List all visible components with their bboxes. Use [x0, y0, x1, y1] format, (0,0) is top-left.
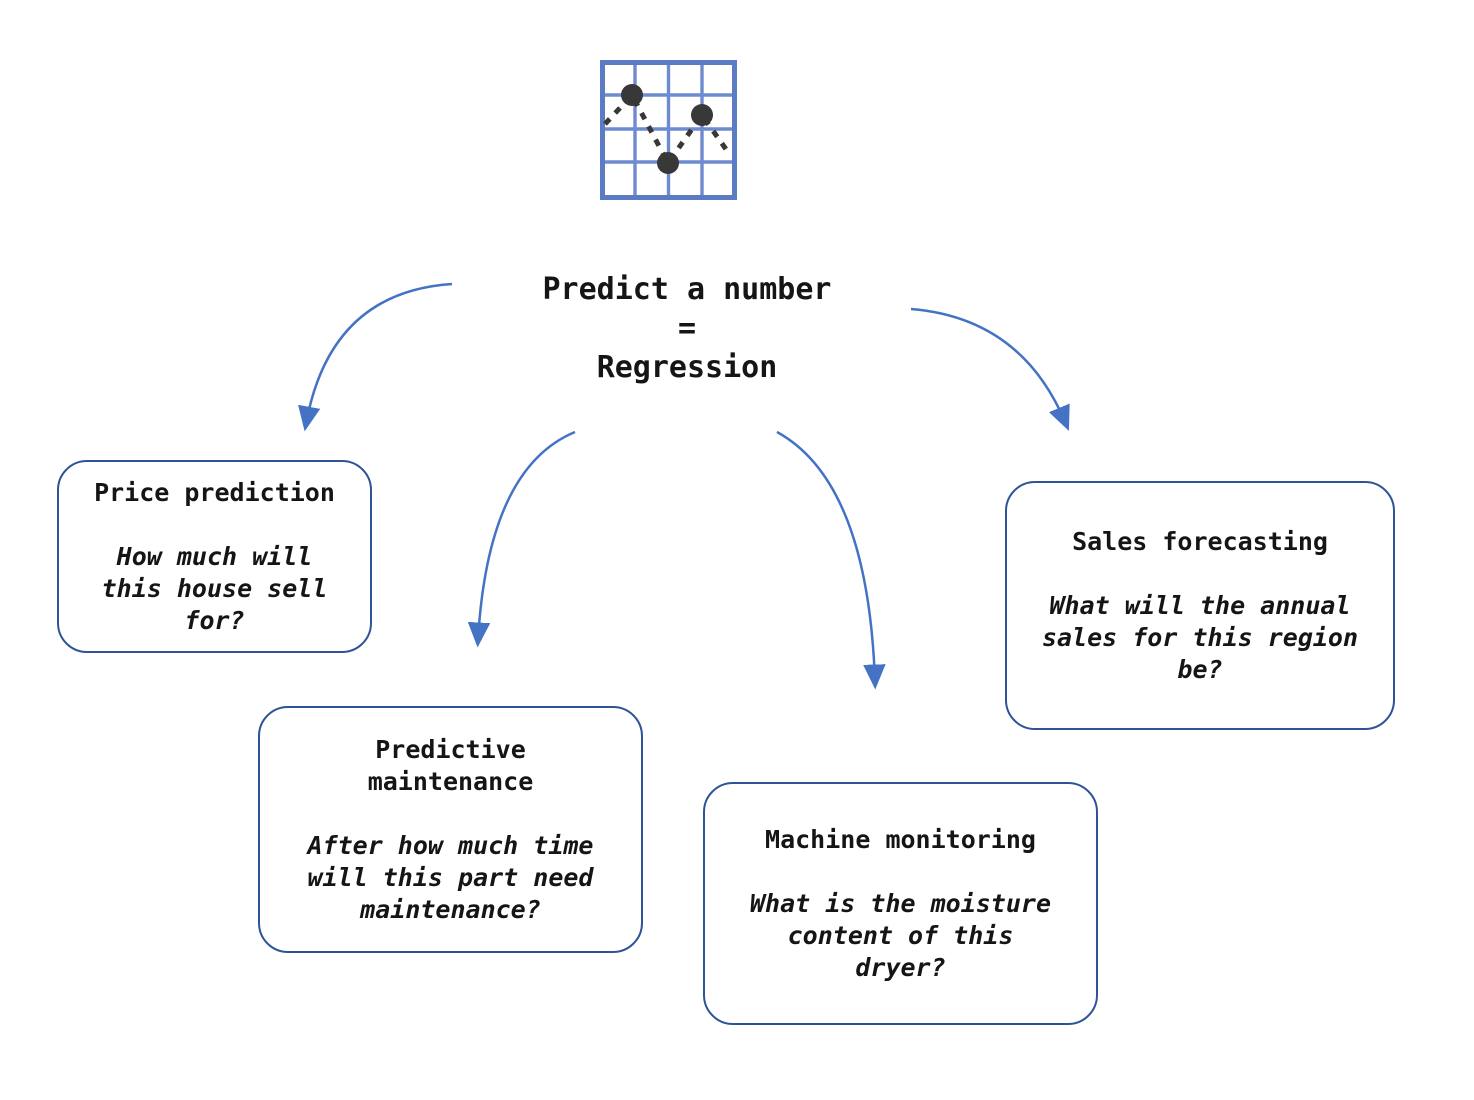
price-prediction-box: Price prediction How much will this hous… — [57, 460, 372, 653]
box-title: Machine monitoring — [765, 824, 1036, 854]
machine-monitoring-box: Machine monitoring What is the moisture … — [703, 782, 1098, 1025]
arrow-to-sales-forecasting — [910, 307, 1070, 431]
arrow-to-price-prediction — [298, 282, 453, 432]
page-title: Predict a number = Regression — [542, 272, 832, 385]
arrow-to-predictive-maintenance — [467, 430, 576, 648]
box-question: What will the annual sales for this regi… — [1041, 590, 1359, 684]
box-title: Predictive maintenance — [367, 734, 534, 796]
box-title: Sales forecasting — [1072, 526, 1328, 556]
icon-data-point — [621, 84, 643, 106]
predictive-maintenance-box: Predictive maintenance After how much ti… — [258, 706, 643, 953]
box-question: How much will this house sell for? — [101, 541, 328, 635]
box-title: Price prediction — [94, 477, 335, 507]
arrow-to-machine-monitoring — [776, 430, 886, 690]
line-chart-icon — [600, 60, 737, 200]
sales-forecasting-box: Sales forecasting What will the annual s… — [1005, 481, 1395, 730]
icon-data-point — [657, 152, 679, 174]
box-question: What is the moisture content of this dry… — [749, 888, 1052, 982]
icon-data-point — [691, 104, 713, 126]
box-question: After how much time will this part need … — [307, 830, 594, 924]
